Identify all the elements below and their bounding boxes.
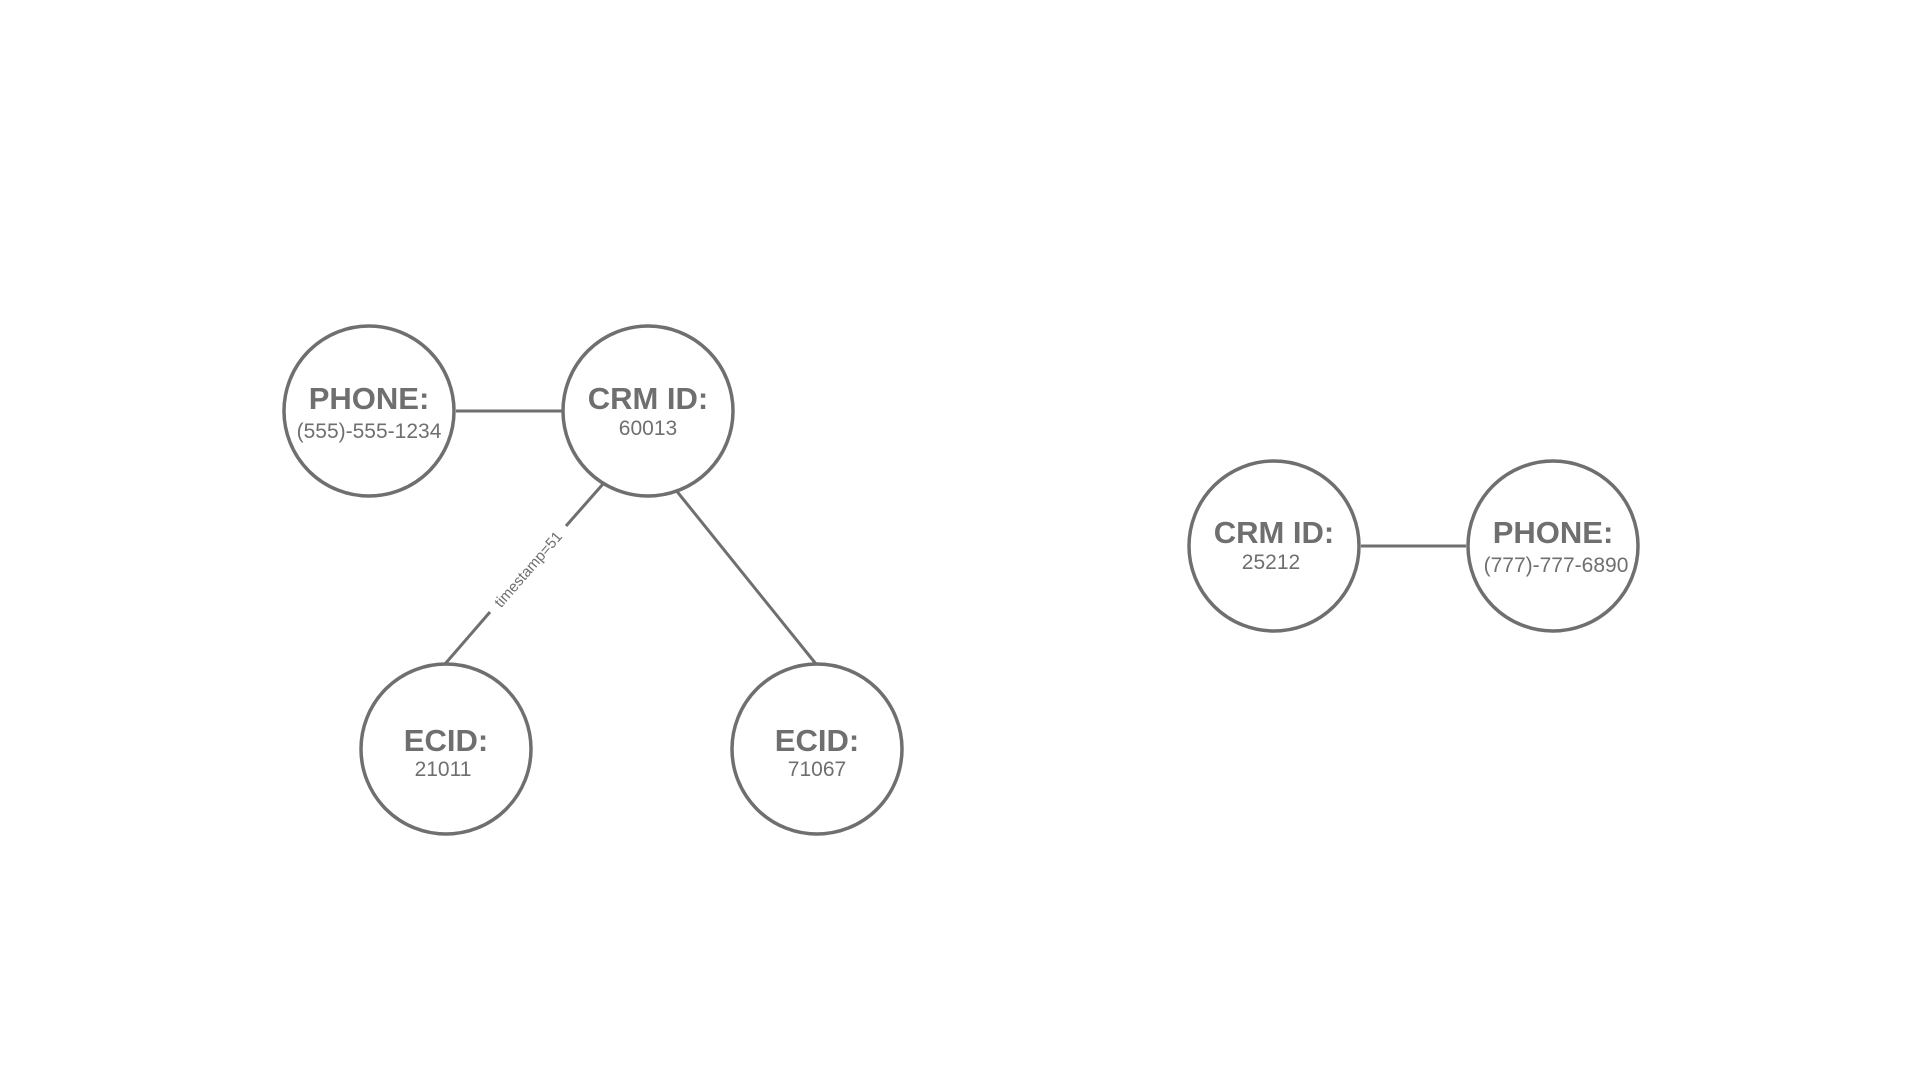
node-crm-25212-value: 25212 (1242, 551, 1300, 574)
node-phone-555-title: PHONE: (309, 381, 430, 416)
graph-1-nodes: PHONE: (555)-555-1234 CRM ID: 60013 ECID… (282, 324, 904, 836)
node-crm-60013[interactable]: CRM ID: 60013 (561, 324, 735, 498)
node-crm-60013-value: 60013 (619, 417, 677, 440)
graph-2-nodes: CRM ID: 25212 PHONE: (777)-777-6890 (1187, 459, 1640, 633)
node-phone-555[interactable]: PHONE: (555)-555-1234 (282, 324, 456, 498)
node-crm-25212[interactable]: CRM ID: 25212 (1187, 459, 1361, 633)
node-phone-777-title: PHONE: (1493, 515, 1614, 550)
edge-crm-60013-to-ecid-71067 (673, 488, 818, 665)
node-ecid-71067-title: ECID: (775, 723, 859, 758)
node-crm-25212-title: CRM ID: (1214, 515, 1335, 550)
node-ecid-21011[interactable]: ECID: 21011 (359, 662, 533, 836)
node-ecid-21011-value: 21011 (415, 758, 472, 781)
node-phone-555-value: (555)-555-1234 (297, 420, 442, 443)
node-phone-777-value: (777)-777-6890 (1484, 554, 1629, 577)
node-ecid-71067-value: 71067 (788, 758, 846, 781)
node-ecid-21011-title: ECID: (404, 723, 488, 758)
node-ecid-71067[interactable]: ECID: 71067 (730, 662, 904, 836)
edge-crm-60013-to-ecid-21011: timestamp=51 (443, 483, 605, 665)
node-crm-60013-title: CRM ID: (588, 381, 709, 416)
node-phone-777[interactable]: PHONE: (777)-777-6890 (1466, 459, 1640, 633)
edge-label-timestamp: timestamp=51 (491, 528, 566, 611)
